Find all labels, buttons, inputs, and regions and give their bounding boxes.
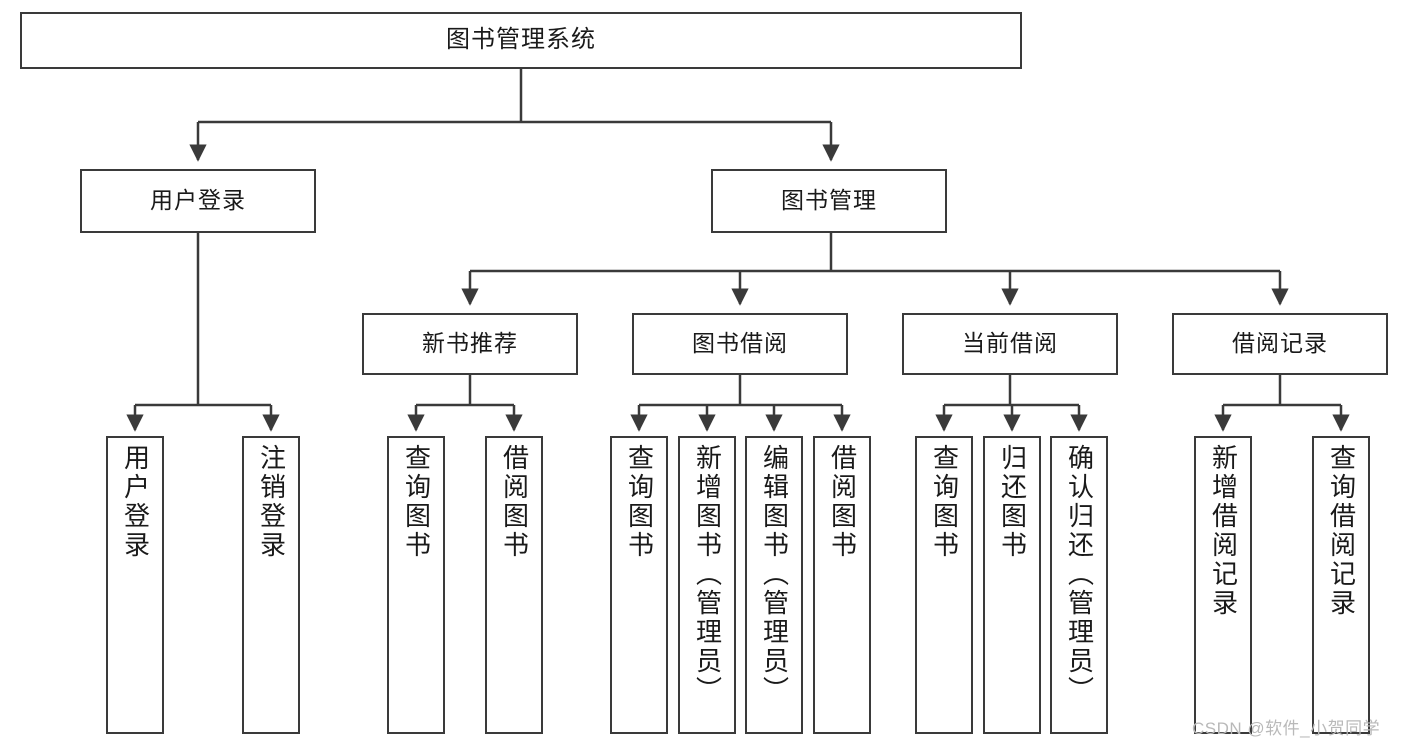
node-label: 图书借阅 bbox=[692, 330, 788, 357]
node-current-borrow[interactable]: 当前借阅 bbox=[902, 313, 1118, 375]
node-user-login[interactable]: 用户登录 bbox=[80, 169, 316, 233]
leaf-record-add-record[interactable]: 新增借阅记录 bbox=[1194, 436, 1252, 734]
node-label: 归还图书 bbox=[997, 444, 1028, 560]
node-label: 图书管理系统 bbox=[446, 26, 596, 54]
leaf-record-query-record[interactable]: 查询借阅记录 bbox=[1312, 436, 1370, 734]
node-label: 新书推荐 bbox=[422, 330, 518, 357]
node-label: 借阅图书 bbox=[827, 444, 858, 560]
node-label: 当前借阅 bbox=[962, 330, 1058, 357]
node-label: 查询图书 bbox=[624, 444, 655, 560]
node-label: 查询借阅记录 bbox=[1326, 444, 1357, 618]
node-label: 查询图书 bbox=[401, 444, 432, 560]
node-label: 确认归还（管理员） bbox=[1064, 444, 1095, 705]
leaf-borrow-edit-book[interactable]: 编辑图书（管理员） bbox=[745, 436, 803, 734]
node-borrow-record[interactable]: 借阅记录 bbox=[1172, 313, 1388, 375]
leaf-current-return-book[interactable]: 归还图书 bbox=[983, 436, 1041, 734]
node-label: 编辑图书（管理员） bbox=[759, 444, 790, 705]
node-book-borrow[interactable]: 图书借阅 bbox=[632, 313, 848, 375]
node-label: 新增图书（管理员） bbox=[692, 444, 723, 705]
csdn-watermark: CSDN @软件_小贺同学 bbox=[1192, 719, 1381, 738]
node-label: 用户登录 bbox=[120, 444, 151, 560]
node-label: 借阅记录 bbox=[1232, 330, 1328, 357]
node-book-management[interactable]: 图书管理 bbox=[711, 169, 947, 233]
node-root-system[interactable]: 图书管理系统 bbox=[20, 12, 1022, 69]
leaf-current-query-book[interactable]: 查询图书 bbox=[915, 436, 973, 734]
node-label: 注销登录 bbox=[256, 444, 287, 560]
leaf-current-confirm-return[interactable]: 确认归还（管理员） bbox=[1050, 436, 1108, 734]
leaf-user-login-login[interactable]: 用户登录 bbox=[106, 436, 164, 734]
leaf-borrow-query-book[interactable]: 查询图书 bbox=[610, 436, 668, 734]
leaf-borrow-borrow-book[interactable]: 借阅图书 bbox=[813, 436, 871, 734]
leaf-user-login-logout[interactable]: 注销登录 bbox=[242, 436, 300, 734]
node-label: 查询图书 bbox=[929, 444, 960, 560]
node-label: 图书管理 bbox=[781, 187, 877, 214]
node-label: 新增借阅记录 bbox=[1208, 444, 1239, 618]
node-label: 用户登录 bbox=[150, 187, 246, 214]
leaf-new-book-borrow[interactable]: 借阅图书 bbox=[485, 436, 543, 734]
node-new-book-recommend[interactable]: 新书推荐 bbox=[362, 313, 578, 375]
leaf-new-book-query[interactable]: 查询图书 bbox=[387, 436, 445, 734]
node-label: 借阅图书 bbox=[499, 444, 530, 560]
leaf-borrow-add-book[interactable]: 新增图书（管理员） bbox=[678, 436, 736, 734]
